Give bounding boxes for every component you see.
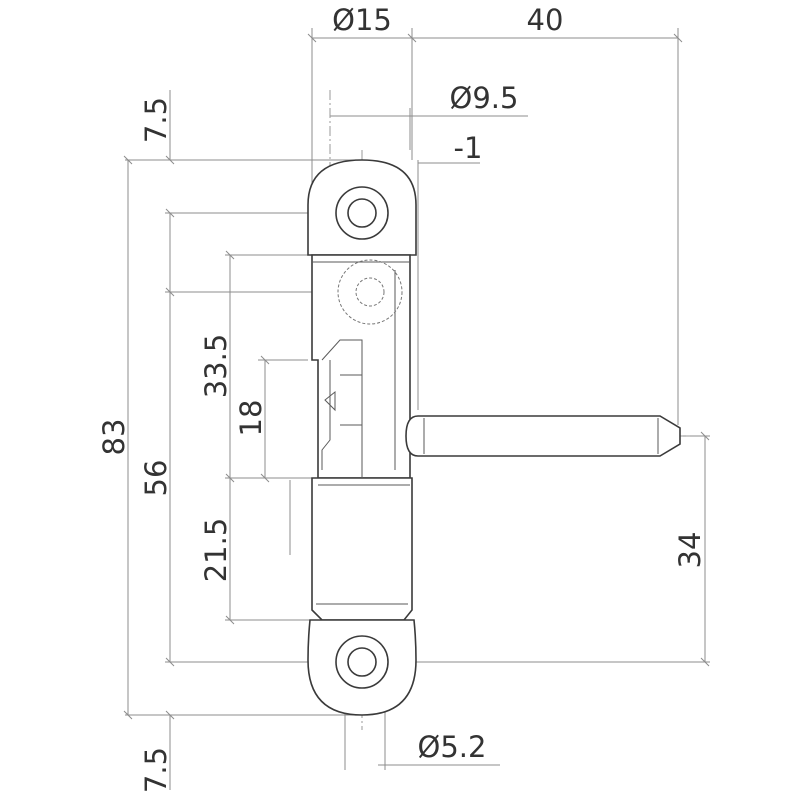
extension-lines (125, 28, 710, 770)
dim-top-end: 7.5 (139, 97, 173, 143)
dim-total-height: 83 (97, 419, 131, 456)
dim-pin-length: 40 (527, 3, 564, 37)
dim-hole-diameter: Ø5.2 (418, 730, 487, 764)
dim-lower-section: 21.5 (199, 518, 233, 583)
dim-inner-diameter: Ø9.5 (450, 81, 519, 115)
dim-hole-spacing: 56 (139, 460, 173, 497)
dimension-lines (127, 37, 706, 790)
dim-slot-height: 18 (234, 400, 268, 437)
dim-upper-section: 33.5 (199, 334, 233, 399)
hinge-body (307, 159, 417, 716)
dim-pin-height: 34 (673, 532, 707, 569)
hinge-pin (405, 415, 681, 457)
dimension-labels: Ø15 40 Ø9.5 -1 Ø5.2 7.5 83 56 33.5 18 21… (97, 3, 707, 793)
dimension-ticks (123, 33, 710, 720)
dim-offset: -1 (454, 131, 483, 165)
dim-bottom-end: 7.5 (139, 747, 173, 793)
dim-top-diameter: Ø15 (332, 3, 392, 37)
